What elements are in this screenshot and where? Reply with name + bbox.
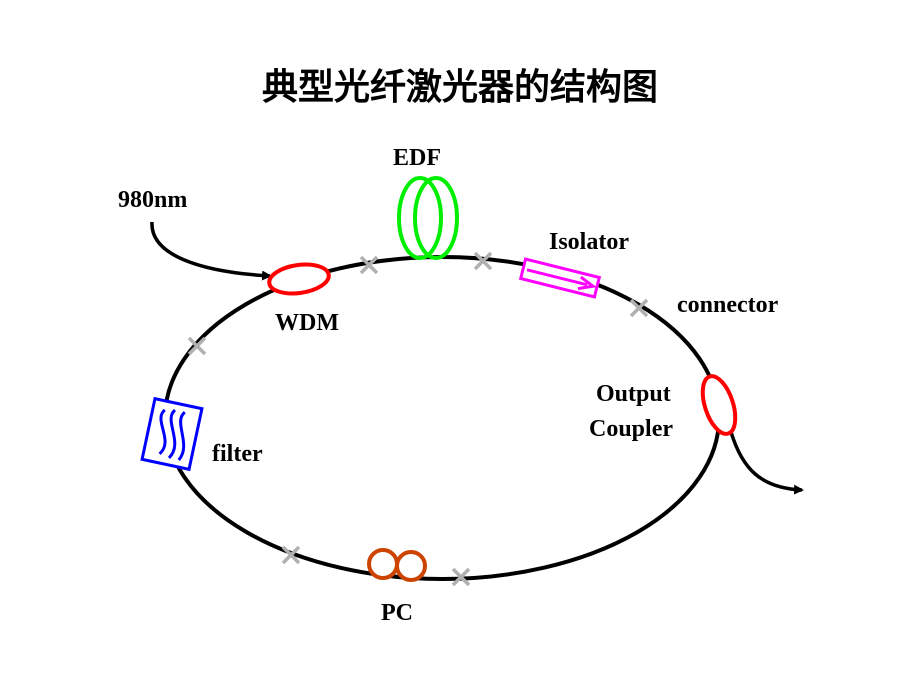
- output-arrow: [729, 431, 804, 495]
- pc-icon: [367, 548, 427, 582]
- connector-mark: [473, 251, 493, 271]
- isolator-icon: [518, 257, 602, 299]
- label-pc: PC: [381, 600, 413, 626]
- label-output-line2: Coupler: [589, 416, 673, 442]
- label-connector: connector: [677, 292, 779, 318]
- page-title: 典型光纤激光器的结构图: [261, 67, 658, 108]
- output-coupler-icon: [700, 374, 738, 436]
- label-output-line1: Output: [596, 381, 671, 407]
- connector-mark: [187, 336, 207, 356]
- label-wdm: WDM: [275, 310, 339, 336]
- connector-mark: [629, 298, 649, 318]
- filter-icon: [140, 396, 204, 472]
- wdm-coupler-icon: [267, 262, 331, 296]
- pump-input-arrow: [150, 221, 272, 281]
- label-pump: 980nm: [118, 187, 187, 213]
- connector-mark: [451, 567, 471, 587]
- label-edf: EDF: [393, 145, 441, 171]
- edf-coil-icon: [397, 176, 459, 260]
- connector-mark: [359, 255, 379, 275]
- label-isolator: Isolator: [549, 229, 629, 255]
- label-filter: filter: [212, 441, 263, 467]
- connector-mark: [281, 545, 301, 565]
